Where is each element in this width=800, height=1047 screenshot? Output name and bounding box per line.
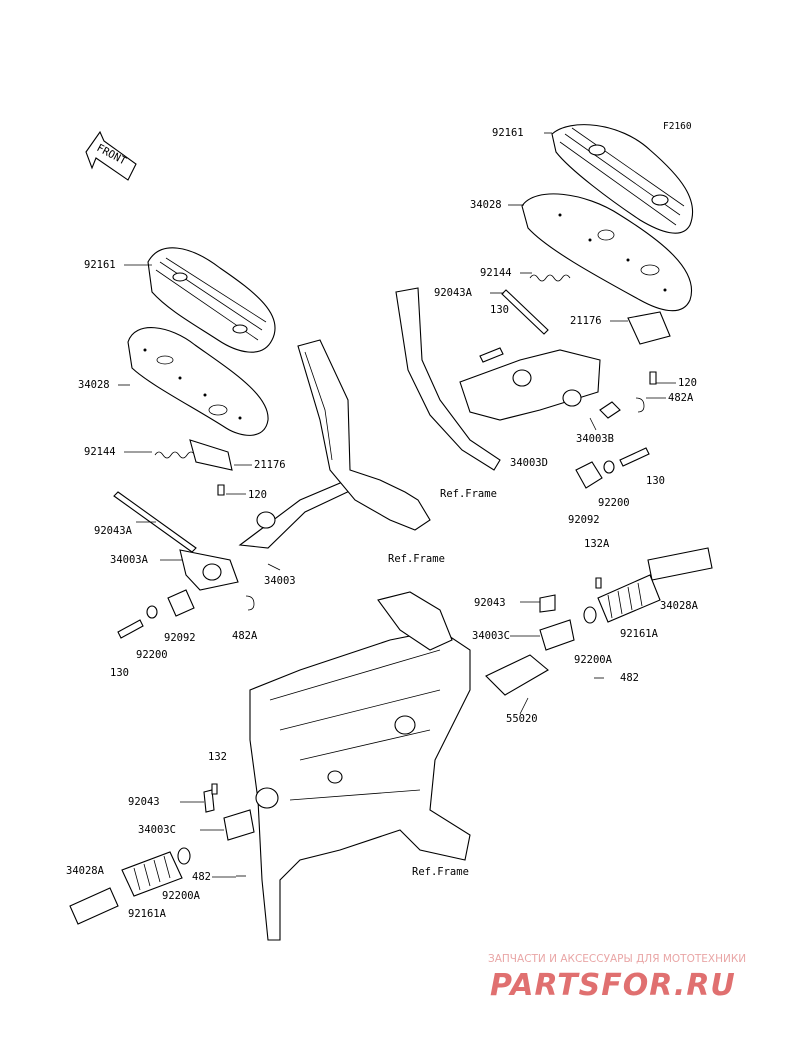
clip-482a-left (245, 595, 255, 611)
label-92200-left: 92200 (136, 649, 168, 661)
diagram-code: F2160 (663, 121, 692, 132)
label-132a: 132A (584, 538, 610, 550)
label-132: 132 (208, 751, 227, 763)
label-92200a-left: 92200A (162, 890, 201, 902)
label-92043-left: 92043 (128, 796, 160, 808)
washer-92200a-right (583, 606, 597, 624)
label-482-left: 482 (192, 871, 211, 883)
holder-34003c-left (223, 809, 255, 841)
label-92161a-right: 92161A (620, 628, 659, 640)
watermark-tagline: ЗАПЧАСТИ И АКСЕССУАРЫ ДЛЯ МОТОТЕХНИКИ (488, 953, 746, 965)
label-34028a-right: 34028A (660, 600, 699, 612)
bracket-left (189, 439, 233, 471)
label-ref-frame-1: Ref.Frame (440, 488, 497, 500)
peg-92161a-left (121, 851, 183, 897)
pin-92043-left (203, 789, 215, 813)
label-34003c-left: 34003C (138, 824, 176, 836)
label-92043a-right: 92043A (434, 287, 473, 299)
holder-34003c-right (539, 619, 575, 651)
bolt-132a (595, 577, 602, 589)
frame-upper-left (297, 339, 431, 531)
frame-upper-right (395, 287, 601, 471)
spring-left (154, 451, 196, 459)
label-34003a: 34003A (110, 554, 149, 566)
holder-34003b (599, 401, 621, 419)
peg-92161a-right (597, 574, 661, 623)
label-34003d: 34003D (510, 457, 548, 469)
part-labels: 92161 34028 92144 21176 120 92043A 34003… (66, 127, 699, 920)
label-34028-right: 34028 (470, 199, 502, 211)
label-34028-left: 34028 (78, 379, 110, 391)
label-130-left: 130 (110, 667, 129, 679)
watermark: ЗАПЧАСТИ И АКСЕССУАРЫ ДЛЯ МОТОТЕХНИКИ PA… (488, 953, 746, 1003)
frame-lower (249, 591, 471, 941)
label-130-right: 130 (490, 304, 509, 316)
label-120-right: 120 (678, 377, 697, 389)
label-92043-right: 92043 (474, 597, 506, 609)
bracket-right (627, 311, 671, 345)
washer-92200-right (603, 460, 615, 474)
bolt-130-c (619, 447, 650, 467)
label-92161-left: 92161 (84, 259, 116, 271)
bolt-130-left (117, 619, 144, 639)
peg-rubber-34028a-left (69, 887, 119, 925)
bolt-132 (211, 783, 218, 795)
bolt-130-right (479, 347, 504, 363)
clip-482a-right (635, 397, 645, 413)
label-34003c-right: 34003C (472, 630, 510, 642)
label-482a-right: 482A (668, 392, 694, 404)
footboard-plate-right (521, 193, 693, 312)
label-92144-left: 92144 (84, 446, 116, 458)
footboard-pad-left (147, 247, 276, 353)
label-92161-right: 92161 (492, 127, 524, 139)
label-92200-right: 92200 (598, 497, 630, 509)
label-92043a-left: 92043A (94, 525, 133, 537)
label-34003b: 34003B (576, 433, 614, 445)
label-92092-right: 92092 (568, 514, 600, 526)
collar-92092-left (167, 589, 195, 617)
washer-92200-left (146, 605, 158, 619)
label-92161a-left: 92161A (128, 908, 167, 920)
footboard-pad-right (551, 124, 694, 234)
collar-92092-right (575, 461, 603, 489)
label-482a-left: 482A (232, 630, 258, 642)
label-21176-left: 21176 (254, 459, 286, 471)
label-21176-right: 21176 (570, 315, 602, 327)
label-ref-frame-3: Ref.Frame (412, 866, 469, 878)
front-arrow-icon: FRONT (85, 130, 137, 181)
washer-92200a-left (177, 847, 191, 865)
leader-lines (118, 132, 676, 878)
spring-right (529, 274, 571, 282)
watermark-brand: PARTSFOR.RU (490, 968, 736, 1003)
label-92092-left: 92092 (164, 632, 196, 644)
label-55020: 55020 (506, 713, 538, 725)
label-120-left: 120 (248, 489, 267, 501)
label-130-c: 130 (646, 475, 665, 487)
bracket-55020 (485, 654, 549, 696)
label-ref-frame-2: Ref.Frame (388, 553, 445, 565)
footboard-plate-left (127, 327, 269, 436)
label-34028a-left: 34028A (66, 865, 105, 877)
bolt-120-right (649, 371, 657, 385)
label-482-right: 482 (620, 672, 639, 684)
peg-rubber-34028a-right (647, 547, 713, 581)
pin-92043-right (539, 594, 556, 613)
bolt-120-left (217, 484, 225, 496)
label-92144-right: 92144 (480, 267, 512, 279)
label-92200a-right: 92200A (574, 654, 613, 666)
label-34003: 34003 (264, 575, 296, 587)
